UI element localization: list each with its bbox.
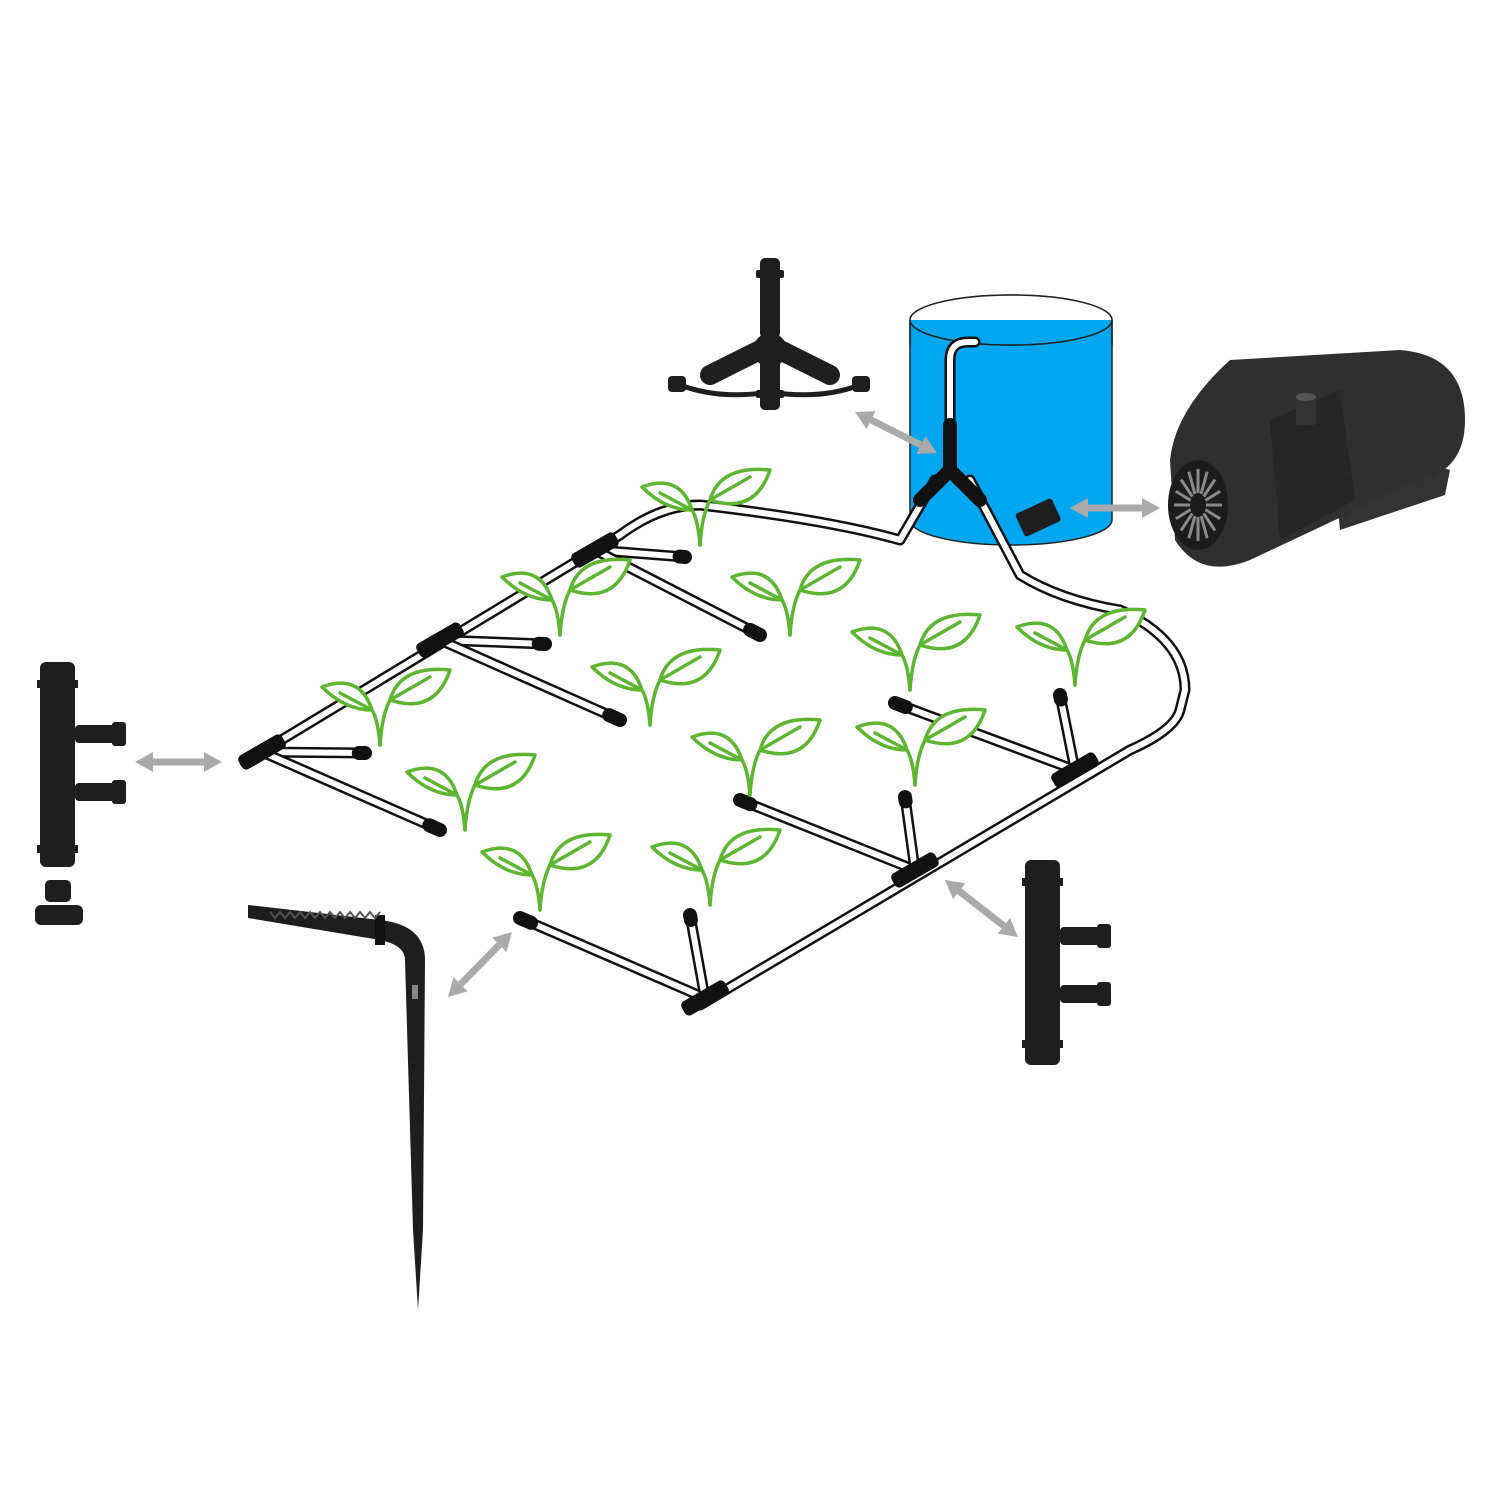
plant-icon [730,557,862,637]
emitter-icon [1053,688,1068,707]
plant-icon [1015,607,1147,687]
branch-line [256,745,372,760]
tee-fitting-icon [238,734,286,770]
branch-line [589,544,692,564]
drip-stake [248,905,425,1310]
tee-manifold-left [37,662,126,867]
emitter-icon [513,911,539,930]
double-arrow-icon [945,880,1018,937]
emitter-icon [602,708,627,727]
tee-manifold-right [1022,860,1111,1065]
plant-icon [405,752,537,832]
submersible-pump [1168,350,1465,567]
double-arrow-icon [135,752,222,772]
emitter-icon [898,790,913,809]
plant-icon [590,647,722,727]
branch-line [683,908,711,1004]
tee-fitting-icon [681,980,729,1016]
branch-line [898,790,921,876]
branch-line [733,793,921,876]
tee-fitting-icon [1051,752,1099,788]
pump-grille-icon [1174,469,1222,541]
plants [320,467,1147,912]
tee-fitting-icon [891,852,939,888]
plant-icon [480,832,612,912]
double-arrow-icon [1070,498,1160,518]
branch-line [513,911,711,1004]
plant-icon [855,707,987,787]
plant-icon [320,667,452,747]
three-way-connector [668,258,870,410]
branch-line [434,634,552,651]
double-arrow-icon [855,411,937,454]
connection-arrows [135,411,1160,997]
end-plug [35,880,83,925]
emitter-icon [743,622,767,642]
emitter-icon [422,818,447,837]
tee-fitting-icon [416,622,464,658]
y-connector-icon [913,418,987,507]
emitter-icon [683,908,698,927]
tee-fitting-icon [571,532,619,568]
branch-line [256,746,447,837]
plant-icon [640,467,772,547]
branch-line [1053,688,1081,776]
plant-icon [650,827,782,907]
plant-icon [850,612,982,692]
branch-line [434,634,627,727]
double-arrow-icon [448,932,512,997]
branch-line [888,696,1081,776]
plant-icon [690,717,822,797]
main-tubing [239,418,1191,1011]
pump-in-tank [1015,498,1061,537]
emitter-icon [888,696,913,715]
plant-icon [500,557,632,637]
emitter-icon [733,793,758,812]
branch-lines [238,532,1099,1016]
